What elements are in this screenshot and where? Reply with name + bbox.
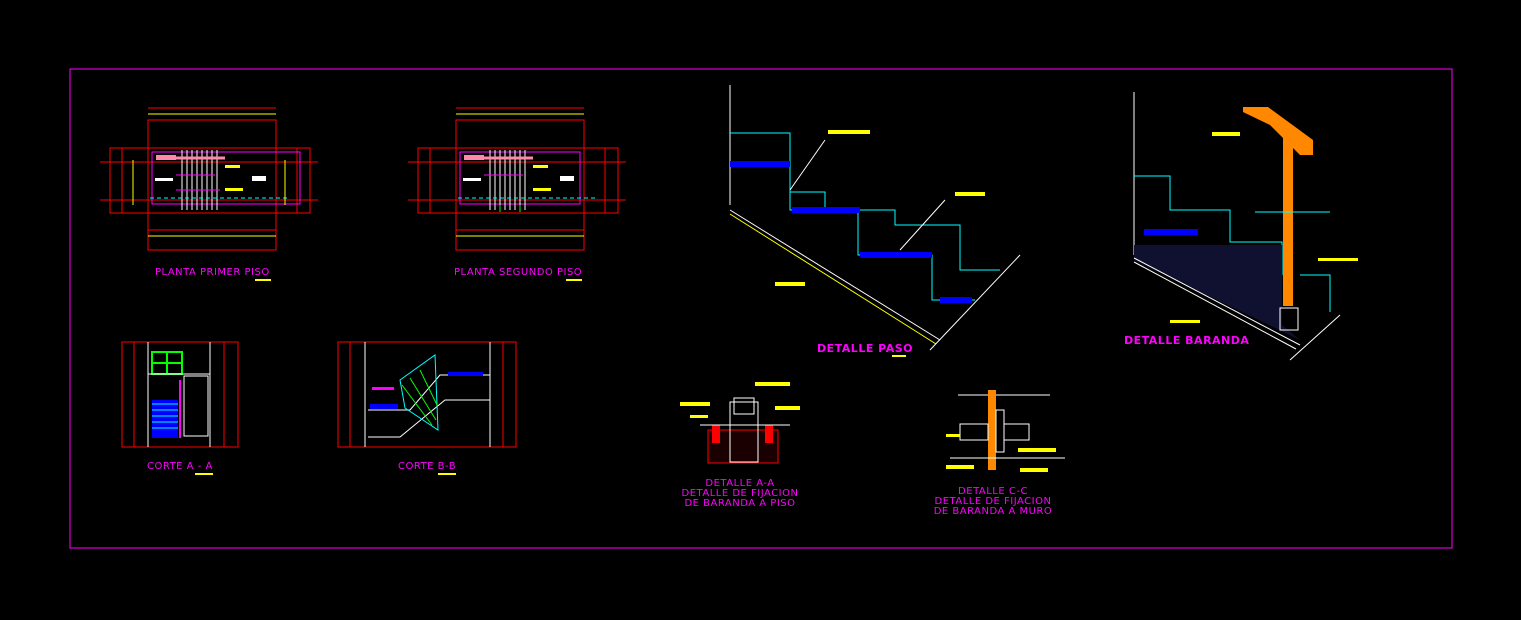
planta-segundo-piso-drawing	[408, 107, 626, 251]
sheet-border	[69, 68, 1453, 549]
detalle-aa-line2: DETALLE DE FIJACION	[681, 488, 799, 499]
detalle-paso-label: DETALLE PASO	[817, 342, 914, 357]
detalle-cc-label: DETALLE C-C DETALLE DE FIJACION DE BARAN…	[934, 487, 1053, 517]
detalle-paso-drawing	[729, 85, 1021, 351]
detalle-aa-line1: DETALLE A-A	[705, 478, 775, 489]
detalle-baranda-label: DETALLE BARANDA	[1124, 334, 1250, 347]
planta-segundo-piso-label: PLANTA SEGUNDO PISO	[454, 268, 582, 281]
detalle-cc-line2: DETALLE DE FIJACION	[934, 496, 1052, 507]
corte-bb-drawing	[337, 341, 517, 448]
detalle-cc-drawing	[946, 390, 1065, 472]
detalle-aa-label: DETALLE A-A DETALLE DE FIJACION DE BARAN…	[682, 479, 799, 509]
detalle-aa-line3: DE BARANDA A PISO	[684, 498, 796, 509]
detalle-cc-line3: DE BARANDA A MURO	[933, 506, 1053, 517]
detalle-aa-drawing	[680, 382, 800, 464]
corte-bb-label: CORTE B-B	[398, 462, 456, 475]
detalle-cc-line1: DETALLE C-C	[958, 486, 1028, 497]
corte-aa-label: CORTE A - A	[147, 462, 213, 475]
corte-aa-drawing	[121, 341, 239, 448]
planta-primer-piso-drawing	[100, 107, 318, 251]
detalle-baranda-drawing	[1133, 92, 1358, 361]
planta-primer-piso-label: PLANTA PRIMER PISO	[155, 268, 271, 281]
